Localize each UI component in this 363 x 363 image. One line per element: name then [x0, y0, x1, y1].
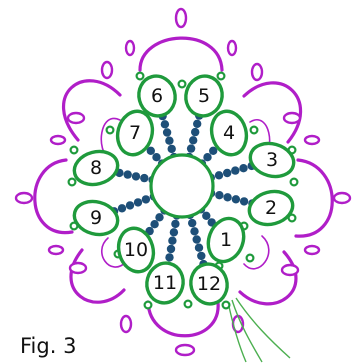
ring-label-12: 12	[197, 273, 221, 295]
ring-picot-17	[223, 302, 230, 309]
bead-9-5	[118, 204, 126, 212]
bead-11-4	[168, 237, 176, 245]
ring-picot-11	[71, 147, 78, 154]
chain-picot-2	[102, 62, 112, 78]
bead-9-2	[142, 195, 150, 203]
bead-12-4	[193, 235, 201, 243]
chain-right	[296, 160, 332, 236]
chain-bottom	[148, 302, 218, 336]
bead-7-2	[152, 153, 160, 161]
ring-picot-4	[291, 179, 298, 186]
bead-12-2	[188, 219, 196, 227]
chain-picot-1	[176, 9, 186, 27]
bead-12-3	[190, 227, 198, 235]
thread-tail-2	[236, 298, 290, 358]
bead-3-4	[231, 166, 239, 174]
bead-3-5	[239, 164, 247, 172]
ring-picot-18	[247, 255, 254, 262]
chain-picot-15	[51, 136, 65, 144]
chain-picot-16	[305, 136, 319, 144]
ring-8: 8	[71, 147, 122, 189]
chain-picot-7	[334, 193, 350, 203]
chain-picot-8	[70, 263, 86, 273]
chain-picot-5	[284, 113, 300, 123]
bead-11-3	[170, 228, 178, 236]
ring-label-3: 3	[266, 149, 278, 171]
center-ring	[151, 155, 213, 217]
ring-picot-10	[107, 127, 114, 134]
ring-picot-15	[145, 302, 152, 309]
bead-6-5	[161, 120, 169, 128]
bead-2-4	[232, 195, 240, 203]
ring-label-8: 8	[90, 157, 102, 179]
ring-picot-9	[137, 73, 144, 80]
bead-10-3	[150, 220, 158, 228]
chain-picot-6	[16, 193, 32, 203]
ring-label-4: 4	[223, 122, 235, 144]
ring-label-2: 2	[265, 197, 277, 219]
chain-picot-17	[49, 246, 63, 254]
bead-12-6	[197, 252, 205, 260]
bead-11-6	[165, 253, 173, 261]
figure-caption: Fig. 3	[20, 334, 76, 358]
ring-picot-8	[179, 81, 186, 88]
bead-3-3	[223, 169, 231, 177]
ring-picot-7	[218, 73, 225, 80]
ring-picot-16	[185, 301, 192, 308]
ring-label-11: 11	[153, 272, 177, 294]
bead-12-5	[195, 244, 203, 252]
bead-8-3	[132, 172, 140, 180]
bead-11-5	[167, 245, 175, 253]
bead-10-2	[155, 213, 163, 221]
ring-3: 3	[247, 139, 298, 181]
bead-6-2	[168, 145, 176, 153]
bead-4-2	[203, 153, 211, 161]
bead-9-3	[134, 198, 142, 206]
bead-2-5	[240, 197, 248, 205]
chain-picot-12	[176, 345, 194, 355]
bead-6-4	[163, 128, 171, 136]
chain-picot-13	[126, 41, 134, 55]
bead-5-4	[191, 128, 199, 136]
ring-2: 2	[246, 187, 297, 229]
ring-label-6: 6	[151, 85, 163, 107]
chain-top	[140, 38, 222, 70]
chain-picot-4	[68, 113, 84, 123]
ring-label-7: 7	[129, 122, 141, 144]
bead-11-2	[171, 220, 179, 228]
bead-5-3	[189, 136, 197, 144]
chain-left	[35, 160, 72, 233]
chain-picot-10	[121, 316, 131, 332]
bead-2-3	[223, 193, 231, 201]
chain-picot-18	[305, 246, 319, 254]
ring-picot-6	[251, 127, 258, 134]
bead-8-2	[140, 174, 148, 182]
bead-5-2	[187, 144, 195, 152]
inner-chain-lower-right	[244, 236, 269, 269]
chain-picot-14	[228, 41, 236, 55]
bead-3-2	[215, 171, 223, 179]
chain-picot-3	[252, 64, 262, 80]
ring-9: 9	[71, 197, 122, 239]
bead-9-4	[126, 201, 134, 209]
bead-6-3	[165, 137, 173, 145]
bead-2-2	[215, 191, 223, 199]
ring-label-9: 9	[90, 207, 102, 229]
ring-label-1: 1	[220, 229, 232, 251]
bead-5-5	[193, 120, 201, 128]
bead-1-2	[202, 212, 210, 220]
ring-picot-12	[69, 179, 76, 186]
chain-picot-9	[282, 265, 298, 275]
bead-8-4	[124, 170, 132, 178]
ring-label-5: 5	[198, 85, 210, 107]
ring-label-10: 10	[124, 239, 148, 261]
